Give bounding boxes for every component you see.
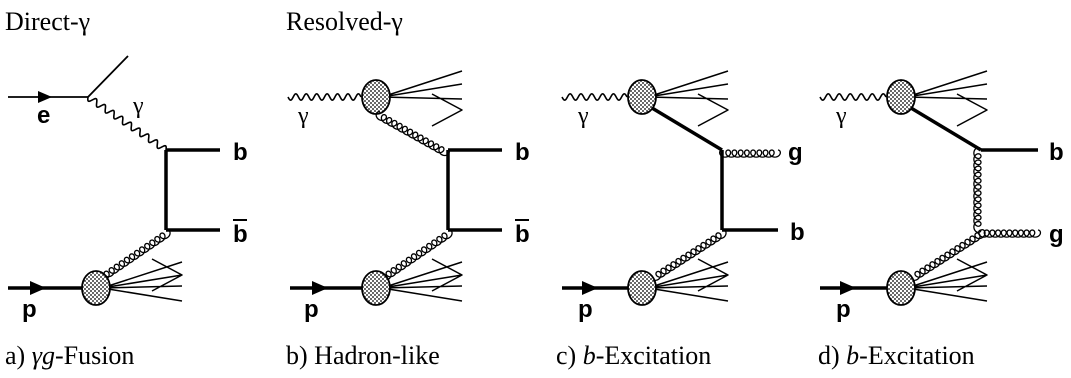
photon-wavy-line [819,92,887,102]
label-gluon-out: g [788,139,803,166]
electron-arrow-icon [38,91,52,103]
gluon-curly-line-bottom [380,228,453,281]
photon-remnant-jets [906,70,988,127]
photon-wavy-line [87,96,167,151]
header-resolved: Resolved-γ [286,7,403,36]
proton-arrow-icon [30,281,46,295]
label-quark-b: b [515,139,530,166]
label-proton: p [304,296,319,323]
caption-a: a) γg-Fusion [5,341,134,370]
label-quark-b: b [233,139,248,166]
label-photon: γ [297,103,309,129]
proton-remnant-jets [906,258,988,302]
gluon-curly-line-out [977,229,1042,238]
label-gluon-out: g [1049,221,1064,248]
label-proton: p [22,296,37,323]
proton-remnant-jets [101,258,183,302]
label-photon: γ [132,93,144,119]
caption-b: b) Hadron-like [286,341,440,370]
gluon-curly-line-top [375,111,450,157]
header-direct: Direct-γ [5,7,90,36]
proton-arrow-icon [840,281,856,295]
electron-line-out [87,55,129,98]
photon-remnant-jets [647,70,729,127]
proton-remnant-jets [381,258,463,302]
caption-c: c) b-Excitation [556,341,711,370]
proton-arrow-icon [582,281,598,295]
gluon-curly-line-in [909,228,986,282]
proton-blob [81,270,111,306]
proton-arrow-icon [312,281,328,295]
photon-blob [627,79,657,115]
caption-d: d) b-Excitation [818,341,975,370]
label-photon: γ [577,103,589,129]
proton-blob [886,270,916,306]
photon-remnant-jets [381,70,463,127]
label-photon: γ [835,103,847,129]
photon-wavy-line [287,92,362,102]
proton-blob [627,270,657,306]
quark-line-in [651,106,723,152]
proton-blob [361,270,391,306]
photon-blob [886,79,916,115]
proton-remnant-jets [647,258,729,302]
gluon-curly-line-out [718,149,782,158]
label-quark-bbar: b [233,221,248,248]
gluon-exchange-line [973,146,982,234]
label-quark-bbar: b [515,221,530,248]
photon-wavy-line [561,92,628,102]
diagram-b: γ b b p [287,70,530,323]
gluon-curly-line [98,228,171,281]
label-quark-out: b [790,219,805,246]
diagram-c: γ g b p [561,70,805,323]
gluon-curly-line-in [650,228,727,282]
diagram-a: e γ b b p [8,55,248,323]
label-electron: e [37,102,50,129]
quark-line-in [910,106,982,152]
label-quark-out: b [1049,139,1064,166]
photon-blob [361,79,391,115]
label-proton: p [836,296,851,323]
label-proton: p [578,296,593,323]
diagram-d: γ b g p [819,70,1064,323]
